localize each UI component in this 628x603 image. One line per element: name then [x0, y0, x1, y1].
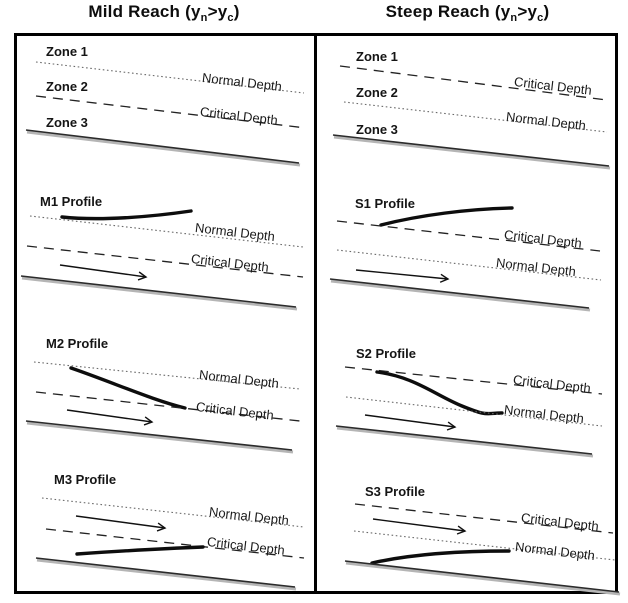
s2-normal-depth-line — [345, 396, 603, 427]
steep-zones-critical-depth-line — [339, 65, 608, 101]
mild-zone1-label: Zone 1 — [46, 44, 88, 59]
mild-zone2-label: Zone 2 — [46, 79, 88, 94]
mild-formula-sub-n: n — [200, 12, 208, 24]
s3-panel-lines — [344, 503, 621, 596]
s2-profile-label: S2 Profile — [356, 346, 416, 361]
mild-zone3-label: Zone 3 — [46, 115, 88, 130]
flow-direction-arrow — [355, 269, 450, 283]
steep-zone3-label: Zone 3 — [356, 122, 398, 137]
m1-bed-line — [20, 275, 297, 308]
s3-profile-label: S3 Profile — [365, 484, 425, 499]
m3-profile-label: M3 Profile — [54, 472, 117, 487]
s1-panel-lines — [329, 206, 602, 312]
mild-reach-title-text: Mild Reach — [88, 2, 181, 21]
m1-profile-label: M1 Profile — [40, 194, 103, 209]
mild-reach-title: Mild Reach(yn>yc) — [14, 2, 314, 28]
mild-formula-open: (y — [185, 2, 201, 21]
mild-formula-close: ) — [233, 2, 240, 21]
m1-profile-curve — [60, 209, 193, 221]
mild-zones-normal-depth-line — [35, 61, 305, 94]
s2-bed-shadow — [336, 426, 594, 458]
mild-zones-bed-shadow — [26, 130, 301, 167]
flow-direction-arrow — [59, 264, 148, 281]
m3-profile-curve — [75, 545, 205, 556]
m1-bed-shadow — [21, 276, 298, 311]
s3-bed-shadow — [345, 561, 621, 596]
column-divider — [314, 33, 317, 594]
flow-direction-arrow — [75, 515, 167, 532]
steep-reach-title: Steep Reach(yn>yc) — [317, 2, 618, 28]
m2-normal-depth-line — [33, 361, 301, 390]
steep-formula-open: (y — [494, 2, 511, 21]
steep-zones-bed-shadow — [333, 135, 611, 170]
s2-bed-line — [335, 425, 593, 455]
m3-panel-lines — [35, 497, 305, 591]
s1-profile-curve — [379, 206, 514, 227]
steep-zone2-label: Zone 2 — [356, 85, 398, 100]
steep-reach-title-text: Steep Reach — [385, 2, 490, 21]
m2-critical-depth-line — [35, 391, 301, 422]
s3-bed-line — [344, 560, 620, 593]
flow-direction-arrow — [364, 414, 457, 431]
mild-formula-mid: >y — [207, 2, 228, 21]
m3-bed-shadow — [36, 558, 297, 591]
s2-critical-depth-line — [344, 366, 603, 395]
m1-panel-lines — [20, 209, 304, 311]
mild-zones-critical-depth-line — [35, 95, 307, 129]
flow-direction-arrow — [66, 409, 154, 426]
steep-zones-panel-lines — [332, 65, 611, 170]
steep-formula-sub-c: c — [537, 12, 544, 24]
mild-zones-panel-lines — [25, 61, 307, 167]
s1-bed-shadow — [330, 279, 591, 312]
m3-normal-depth-line — [41, 497, 305, 528]
mild-zones-bed-line — [25, 129, 300, 164]
s3-profile-curve — [370, 549, 511, 565]
s2-panel-lines — [335, 366, 603, 458]
s1-bed-line — [329, 278, 590, 309]
steep-zone1-label: Zone 1 — [356, 49, 398, 64]
steep-formula-mid: >y — [517, 2, 538, 21]
steep-formula-sub-n: n — [510, 12, 518, 24]
m2-profile-curve — [69, 366, 187, 410]
m2-panel-lines — [25, 361, 301, 454]
m2-bed-line — [25, 420, 293, 451]
s3-normal-depth-line — [353, 530, 616, 561]
s1-profile-label: S1 Profile — [355, 196, 415, 211]
s3-critical-depth-line — [354, 503, 614, 534]
steep-zones-bed-line — [332, 134, 610, 167]
m3-critical-depth-line — [45, 528, 305, 559]
m1-critical-depth-line — [26, 245, 304, 278]
m2-bed-shadow — [26, 421, 294, 454]
flow-direction-arrow — [372, 518, 467, 535]
steep-formula-close: ) — [543, 2, 550, 21]
m2-profile-label: M2 Profile — [46, 336, 109, 351]
mild-formula-sub-c: c — [227, 12, 234, 24]
s2-profile-curve — [375, 370, 504, 416]
m3-bed-line — [35, 557, 296, 588]
